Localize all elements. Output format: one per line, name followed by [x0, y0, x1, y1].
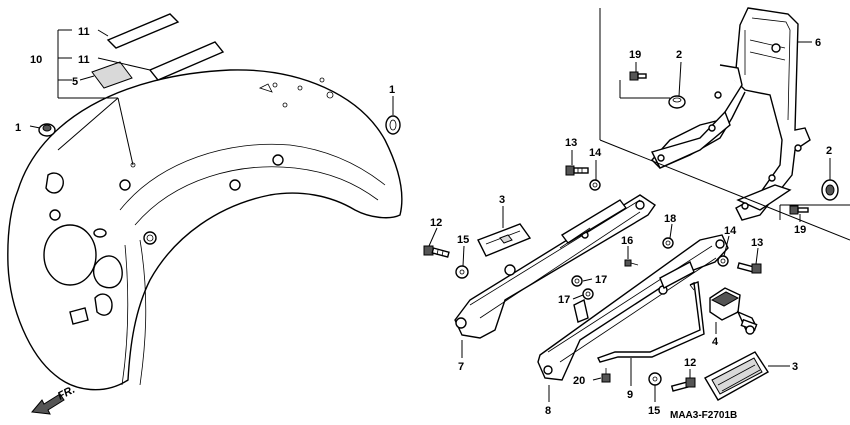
callout-15-lower: 15 — [648, 405, 660, 417]
sissy-bar-6 — [650, 7, 811, 221]
callout-2-upper: 2 — [676, 49, 682, 61]
callout-17-upper: 17 — [595, 274, 607, 286]
bolt-19-lower — [789, 205, 809, 215]
helmet-lock-4 — [709, 287, 758, 335]
section-divider — [599, 8, 850, 241]
leader-20 — [592, 377, 602, 381]
leader-14b — [723, 235, 730, 257]
washer-14-lower — [717, 255, 729, 267]
washer-15-lower — [648, 372, 662, 386]
callout-labels: 11 11 10 5 1 1 19 2 6 13 14 2 3 12 15 18… — [15, 26, 832, 417]
nut-17-lower — [582, 288, 594, 300]
bolt-19-upper — [629, 71, 647, 81]
bolt-12-left — [423, 245, 450, 258]
stay-7 — [454, 194, 656, 339]
callout-5: 5 — [72, 76, 78, 88]
reflector-3-upper — [477, 223, 532, 257]
callout-20: 20 — [573, 375, 585, 387]
callout-14-upper: 14 — [589, 147, 602, 159]
sticker-11-lower — [148, 41, 225, 81]
callout-9: 9 — [627, 389, 633, 401]
leader-12a — [428, 227, 438, 247]
callout-16: 16 — [621, 235, 633, 247]
callout-7: 7 — [458, 361, 464, 373]
callout-18: 18 — [664, 213, 676, 225]
grommet-1-left — [38, 123, 56, 137]
nut-stay-7 — [504, 264, 516, 276]
callout-17-lower: 17 — [558, 294, 570, 306]
callout-19-upper: 19 — [629, 49, 641, 61]
leader-13b — [755, 247, 759, 265]
callout-19-lower: 19 — [794, 224, 806, 236]
leader-15a — [462, 245, 465, 267]
callout-6: 6 — [815, 37, 821, 49]
washer-14-upper — [589, 179, 601, 191]
nut-17-upper — [571, 275, 583, 287]
bolt-13-lower — [736, 262, 762, 274]
callout-13-lower: 13 — [751, 237, 763, 249]
grommet-2-upper — [668, 95, 686, 109]
callout-10: 10 — [30, 54, 42, 66]
leader-18 — [669, 223, 673, 239]
callout-15-left: 15 — [457, 234, 469, 246]
direction-arrow-fr: FR. — [31, 384, 77, 415]
leader-17b — [572, 294, 584, 300]
callout-1-right: 1 — [389, 84, 395, 96]
callout-8: 8 — [545, 405, 551, 417]
arrow-icon — [31, 393, 65, 415]
callout-12-left: 12 — [430, 217, 442, 229]
bolt-12-lower — [670, 377, 696, 392]
reflector-3-lower — [704, 351, 769, 401]
callout-14-lower: 14 — [724, 225, 737, 237]
emblem-5 — [91, 61, 133, 89]
sticker-parts — [91, 13, 225, 89]
callout-3-upper: 3 — [499, 194, 505, 206]
nut-18 — [662, 237, 674, 249]
diagram-code: MAA3-F2701B — [670, 410, 737, 421]
grommet-1-right — [385, 115, 401, 135]
grommet-2-lower — [821, 179, 839, 201]
callout-4: 4 — [712, 336, 719, 348]
bolt-20 — [601, 368, 611, 383]
bolt-13-upper — [565, 165, 589, 176]
washer-15-left — [455, 265, 469, 279]
leader-17a — [582, 278, 593, 282]
callout-1-left: 1 — [15, 122, 21, 134]
callout-13-upper: 13 — [565, 137, 577, 149]
callout-11b: 11 — [78, 54, 90, 66]
callout-2-lower: 2 — [826, 145, 832, 157]
rear-fender — [7, 69, 403, 391]
leader-lines-fender — [29, 29, 394, 166]
callout-3-lower: 3 — [792, 361, 798, 373]
callout-12-lower: 12 — [684, 357, 696, 369]
stay-8 — [537, 234, 729, 381]
screw-16 — [624, 259, 639, 267]
wire-stay-9 — [597, 281, 705, 363]
sticker-11-upper — [106, 13, 180, 49]
callout-11a: 11 — [78, 26, 90, 38]
leader-2a — [678, 61, 682, 97]
